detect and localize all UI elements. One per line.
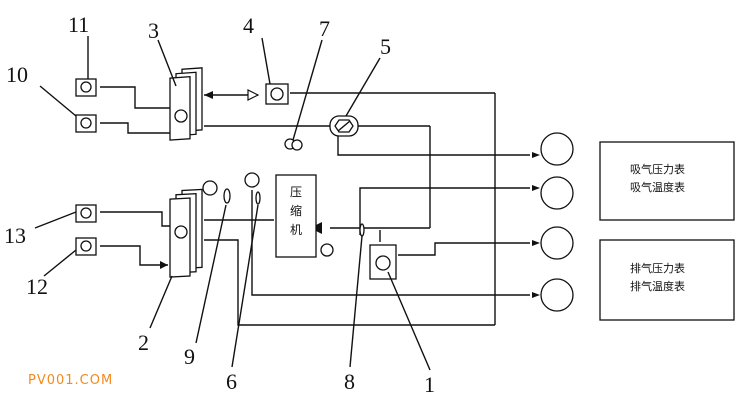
label-4: 4 <box>243 13 254 38</box>
compressor-char-1: 压 <box>290 185 302 199</box>
arrow-into-hx2 <box>160 261 168 269</box>
sensor-9-group <box>202 172 365 257</box>
suction-gauge-box: 吸气压力表 吸气温度表 <box>599 141 735 221</box>
arrow-gauge-3 <box>532 240 540 246</box>
compressor-char-2: 缩 <box>290 203 302 218</box>
discharge-gauge-box: 排气压力表 排气温度表 <box>599 239 735 321</box>
gauge-circle-4 <box>540 278 574 312</box>
compressor-sensor <box>320 243 334 257</box>
compressor-char-3: 机 <box>290 223 302 237</box>
compressor: 压 缩 机 <box>275 174 317 258</box>
suction-pressure-label: 吸气压力表 <box>630 162 685 176</box>
component-1 <box>369 244 397 280</box>
heat-exchanger-3 <box>169 67 203 141</box>
valve-5 <box>329 115 359 137</box>
label-2: 2 <box>138 330 149 355</box>
watermark-text: PV001.COM <box>28 373 113 388</box>
arrow-gauge-2 <box>532 185 540 191</box>
valve-10 <box>75 114 97 133</box>
leader-lines <box>34 36 431 371</box>
label-3: 3 <box>148 18 159 43</box>
sensor-6-circle <box>244 172 260 188</box>
sensor-6-probe <box>255 191 261 205</box>
arrow-gauge-4 <box>532 292 540 298</box>
hx3-port-icon <box>174 109 188 123</box>
label-9: 9 <box>184 344 195 369</box>
number-labels: 11 10 3 4 7 5 13 12 2 9 6 8 1 <box>4 12 435 397</box>
sensor-8-probe <box>359 223 365 237</box>
suction-temperature-label: 吸气温度表 <box>630 180 685 194</box>
valve-12 <box>75 237 97 256</box>
valve-11 <box>75 78 97 97</box>
hx2-port-icon <box>174 225 188 239</box>
gauges <box>540 132 574 312</box>
label-7: 7 <box>319 16 330 41</box>
label-8: 8 <box>344 369 355 394</box>
gauge-circle-1 <box>540 132 574 166</box>
label-11: 11 <box>68 12 89 37</box>
valve-13 <box>75 204 97 223</box>
arrow-gauge-1 <box>532 152 540 158</box>
label-5: 5 <box>380 34 391 59</box>
arrow-into-hx3 <box>204 91 213 99</box>
sensor-circle <box>202 180 218 196</box>
label-1: 1 <box>424 372 435 397</box>
discharge-temperature-label: 排气温度表 <box>630 279 685 293</box>
heat-exchanger-2 <box>169 188 203 278</box>
label-6: 6 <box>226 369 237 394</box>
sensor-9-probe <box>223 188 231 204</box>
sensor-7 <box>284 138 303 151</box>
discharge-pressure-label: 排气压力表 <box>630 261 685 275</box>
piping-lines <box>100 86 530 326</box>
label-10: 10 <box>6 62 28 87</box>
valve-4 <box>265 83 289 105</box>
arrow-hollow <box>247 89 260 101</box>
gauge-circle-2 <box>540 176 574 210</box>
gauge-circle-3 <box>540 226 574 260</box>
label-12: 12 <box>26 274 48 299</box>
label-13: 13 <box>4 223 26 248</box>
